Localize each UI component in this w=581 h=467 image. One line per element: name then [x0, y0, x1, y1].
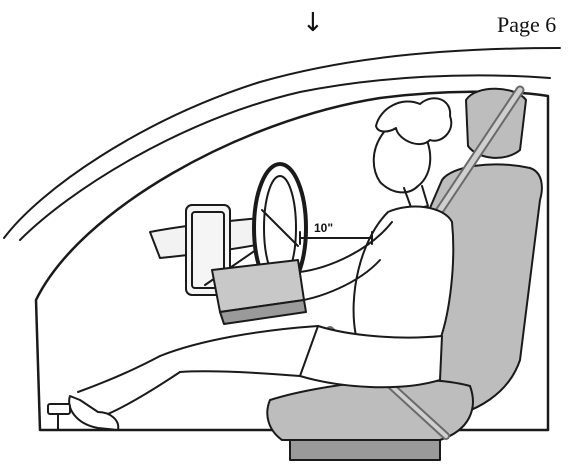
measurement-label: 10"	[314, 221, 333, 235]
measurement-10in	[300, 232, 372, 244]
driver-torso	[354, 207, 454, 345]
page-label: Page 6	[497, 12, 556, 38]
brake-pedal	[48, 404, 70, 414]
down-arrow-icon: ↓	[302, 10, 324, 36]
driver-seat-illustration: 10"	[0, 40, 581, 467]
driver-thigh-lower	[180, 371, 300, 376]
driver-thigh-upper	[160, 326, 318, 356]
seat-base	[290, 440, 440, 460]
driver-shin-upper	[78, 356, 160, 392]
